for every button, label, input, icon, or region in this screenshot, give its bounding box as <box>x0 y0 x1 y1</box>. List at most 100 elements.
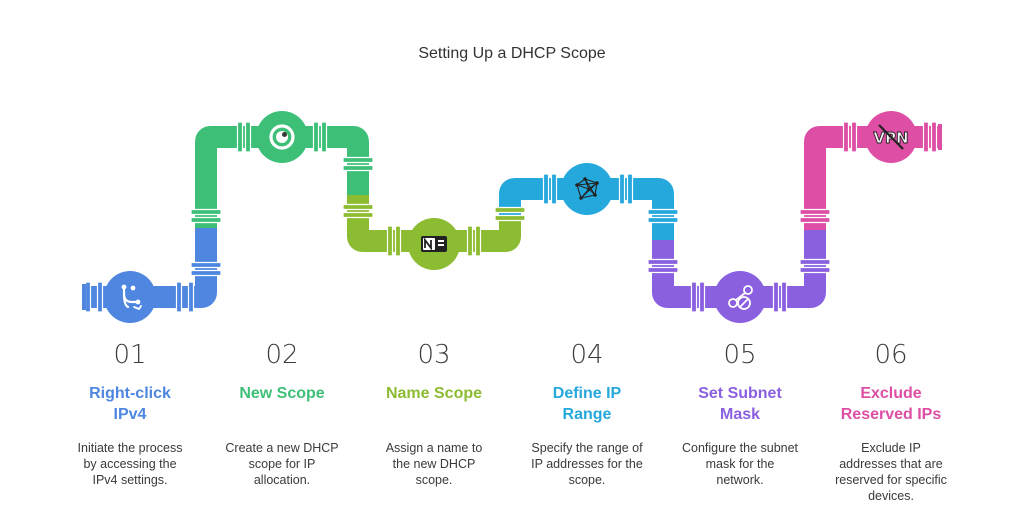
pipe-collar <box>190 261 222 269</box>
pipe-collar <box>799 266 831 274</box>
pipe-collar <box>84 281 92 313</box>
step-icon-5 <box>714 271 766 323</box>
step-number: 05 <box>723 340 757 370</box>
pipe-collar <box>930 121 938 153</box>
pipe-collar <box>96 281 104 313</box>
pipe-collar <box>312 121 320 153</box>
pipe-collar <box>494 206 526 214</box>
pipe-collar <box>772 281 780 313</box>
step-description-line: devices. <box>868 489 914 503</box>
pipe-collar <box>842 121 850 153</box>
pipe-collar <box>542 173 550 205</box>
pipe-collar <box>618 173 626 205</box>
step-title-line: Exclude <box>860 385 922 402</box>
step-title-line: New Scope <box>239 385 325 402</box>
pipe-collar <box>647 216 679 224</box>
step-title-line: Reserved IPs <box>840 406 942 423</box>
step-description-line: by accessing the <box>83 457 177 471</box>
step-icon-1 <box>104 271 156 323</box>
name-tag-icon <box>421 236 447 252</box>
step-title: Name Scope <box>359 383 509 404</box>
step-description-line: the new DHCP <box>392 457 476 471</box>
diagram-title: Setting Up a DHCP Scope <box>418 45 606 62</box>
step-icon-3 <box>408 218 460 270</box>
pipe-collar <box>799 216 831 224</box>
pipe-collar <box>474 225 482 257</box>
step-number: 06 <box>874 340 908 370</box>
pipe-collar <box>320 121 328 153</box>
pipe-collar <box>342 156 374 164</box>
step-title: Define IP Range <box>512 383 662 425</box>
pipe-collar <box>626 173 634 205</box>
vpn-off-icon: VPN <box>873 124 909 150</box>
icon-circle <box>561 163 613 215</box>
target-icon <box>269 124 295 150</box>
step-description-line: scope for IP <box>248 457 316 471</box>
step-description: Configure the subnet mask for the network. <box>670 440 810 488</box>
share-blocked-icon <box>728 285 753 310</box>
step-description-line: scope. <box>568 473 606 487</box>
step-description-line: reserved for specific <box>835 473 947 487</box>
pipe-collar <box>690 281 698 313</box>
step-description-line: Initiate the process <box>77 441 183 455</box>
step-title-line: Set Subnet <box>698 385 782 402</box>
pipe-collar <box>922 121 930 153</box>
step-description-line: allocation. <box>253 473 311 487</box>
network-icon <box>575 177 599 200</box>
step-description: Assign a name to the new DHCP scope. <box>364 440 504 488</box>
step-description-line: Specify the range of <box>531 441 643 455</box>
pipe-collar <box>190 208 222 216</box>
step-description: Exclude IP addresses that are reserved for… <box>821 440 961 504</box>
step-title-line: Define IP <box>552 385 622 402</box>
step-icon-4 <box>561 163 613 215</box>
pipe-collar <box>647 208 679 216</box>
step-title: New Scope <box>207 383 357 404</box>
step-description-line: Create a new DHCP <box>225 441 339 455</box>
step-description-line: Exclude IP <box>861 441 921 455</box>
step-description-line: Configure the subnet <box>681 441 799 455</box>
step-description-line: Assign a name to <box>385 441 483 455</box>
step-number: 01 <box>113 340 147 370</box>
pipe-collar <box>190 216 222 224</box>
icon-circle <box>104 271 156 323</box>
pipe-collar <box>175 281 183 313</box>
step-title-line: Right-click <box>89 385 171 402</box>
pipeline-diagram: VPN <box>82 111 942 323</box>
pipe-collar <box>236 121 244 153</box>
step-title-line: Range <box>562 406 612 423</box>
step-description-line: mask for the <box>705 457 775 471</box>
pipe-collar <box>780 281 788 313</box>
step-description-line: IP addresses for the <box>531 457 643 471</box>
step-icon-6: VPN <box>865 111 917 163</box>
step-title-line: Name Scope <box>385 385 483 402</box>
step-description-line: network. <box>716 473 764 487</box>
step-description-line: scope. <box>415 473 453 487</box>
pipe-end-cap <box>938 124 942 150</box>
step-description-line: addresses that are <box>839 457 943 471</box>
pipe-collar <box>244 121 252 153</box>
step-title-line: IPv4 <box>113 406 147 423</box>
pipe-collar <box>342 211 374 219</box>
pipe-segment-6 <box>804 126 940 230</box>
pipe-collar <box>799 258 831 266</box>
route-icon <box>121 284 142 310</box>
step-description-line: IPv4 settings. <box>92 473 168 487</box>
pipe-collar <box>647 258 679 266</box>
pipe-collar <box>190 269 222 277</box>
pipe-end-cap <box>82 284 86 310</box>
pipe-collar <box>386 225 394 257</box>
step-number: 02 <box>265 340 299 370</box>
pipe-collar <box>466 225 474 257</box>
step-number: 04 <box>570 340 604 370</box>
step-number: 03 <box>417 340 451 370</box>
pipe-collar <box>494 214 526 222</box>
pipe-collar <box>394 225 402 257</box>
pipe-collar <box>187 281 195 313</box>
step-description: Specify the range of IP addresses for the… <box>517 440 657 488</box>
pipe-segment-1 <box>82 228 217 308</box>
pipe-collar <box>647 266 679 274</box>
pipe-collar <box>550 173 558 205</box>
